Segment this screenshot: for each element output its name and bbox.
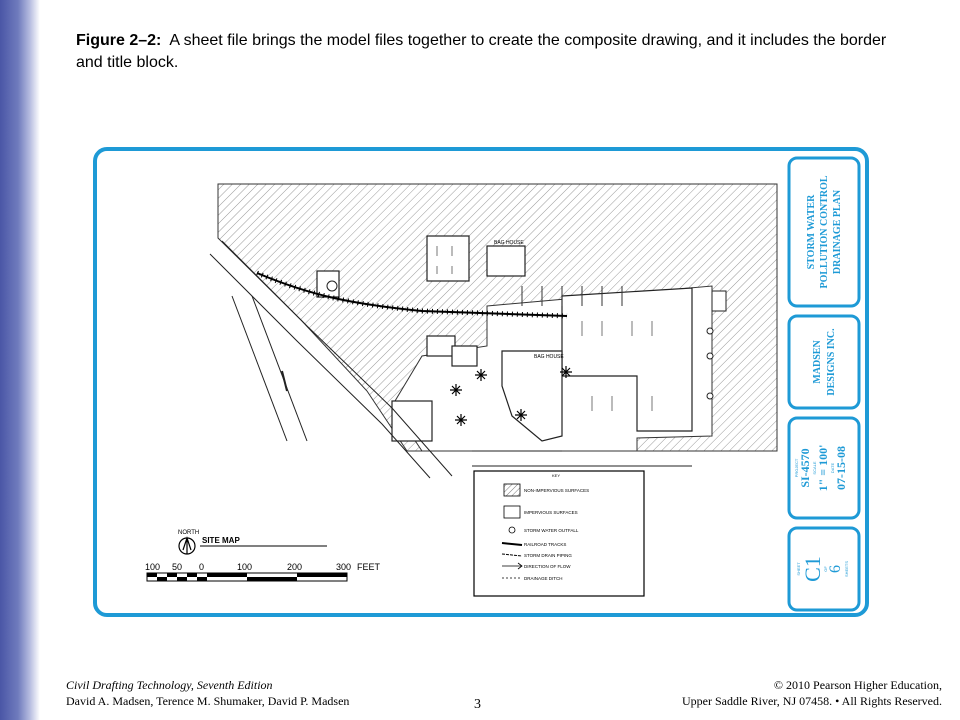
building: [426, 335, 456, 357]
sheet-value: C1: [800, 556, 825, 582]
scale-label: 0: [199, 562, 204, 572]
drawing-title-line: DRAINAGE PLAN: [832, 189, 843, 274]
decorative-side-bar: [0, 0, 40, 720]
site-plan: BAG HOUSE BAG HOUSE: [217, 183, 778, 452]
legend-box: KEY NON-IMPERVIOUS SURFACES IMPERVIOUS S…: [473, 470, 645, 597]
north-arrow: NORTH: [178, 530, 199, 555]
caption-text: A sheet file brings the model files toge…: [76, 32, 887, 71]
company-name-line: MADSEN: [812, 340, 823, 384]
legend-title: KEY: [552, 473, 560, 478]
scale-value: 1" = 100': [816, 445, 830, 492]
scale-label: 300: [336, 562, 351, 572]
building: [711, 290, 727, 312]
book-title: Civil Drafting Technology, Seventh Editi…: [66, 678, 273, 692]
of-label: OF: [823, 566, 828, 572]
project-value: SI-4570: [798, 448, 812, 487]
date-label: DATE: [830, 462, 835, 473]
title-box: [787, 156, 861, 308]
copyright-line: Upper Saddle River, NJ 07458. • All Righ…: [681, 694, 942, 708]
page-number: 3: [474, 697, 481, 712]
bag-house-label: BAG HOUSE: [534, 354, 564, 360]
railroad-tracks: [256, 272, 568, 317]
legend-item: NON-IMPERVIOUS SURFACES: [524, 488, 589, 493]
legend-item: STORM WATER OUTFALL: [524, 528, 579, 533]
legend-item: RAILROAD TRACKS: [524, 542, 566, 547]
scale-label: 200: [287, 562, 302, 572]
drawing-title-line: POLLUTION CONTROL: [819, 175, 830, 288]
building: [426, 235, 470, 282]
site-map-title: SITE MAP: [202, 536, 240, 545]
scale-label: 100: [237, 562, 252, 572]
company-box: [787, 314, 861, 410]
bag-house-label: BAG HOUSE: [494, 240, 524, 246]
scale-label: 100: [145, 562, 160, 572]
figure-label: Figure 2–2:: [76, 32, 162, 49]
scale-bar: 100 50 0 100 200 300 FEET: [145, 562, 381, 582]
copyright-line: © 2010 Pearson Higher Education,: [773, 678, 942, 692]
company-name-line: DESIGNS INC.: [826, 328, 837, 396]
legend-item: DRAINAGE DITCH: [524, 576, 563, 581]
scale-label: 50: [172, 562, 182, 572]
sheet-label: SHEET: [796, 562, 801, 576]
project-label: PROJECT: [794, 458, 799, 477]
sheets-label: SHEETS: [844, 561, 849, 577]
legend-item: STORM DRAIN PIPING: [524, 553, 572, 558]
site-drawing-sheet: BAG HOUSE BAG HOUSE NORTH SITE MAP 100 5…: [93, 147, 869, 617]
sheet-box: [787, 526, 861, 612]
manhole-symbols: [326, 280, 714, 400]
title-block: STORM WATER POLLUTION CONTROL DRAINAGE P…: [787, 156, 861, 612]
legend-item: IMPERVIOUS SURFACES: [524, 510, 578, 515]
building: [451, 345, 478, 367]
figure-caption: Figure 2–2:A sheet file brings the model…: [76, 30, 896, 74]
building: [486, 245, 526, 277]
project-box: [787, 416, 861, 520]
drawing-title-line: STORM WATER: [806, 194, 817, 270]
building: [391, 400, 433, 442]
scale-label: FEET: [357, 562, 381, 572]
legend-item: DIRECTION OF FLOW: [524, 564, 571, 569]
sheets-value: 6: [827, 565, 844, 573]
scale-field-label: SCALE: [812, 461, 817, 474]
north-label: NORTH: [178, 530, 199, 536]
interior-marks: [436, 246, 653, 411]
roads: [209, 240, 692, 479]
footer-copyright: © 2010 Pearson Higher Education, Upper S…: [682, 677, 942, 709]
fence-lines: [521, 286, 623, 306]
outfall-symbols: [450, 366, 572, 426]
date-value: 07-15-08: [834, 446, 848, 490]
authors: David A. Madsen, Terence M. Shumaker, Da…: [66, 694, 350, 708]
footer-citation: Civil Drafting Technology, Seventh Editi…: [66, 677, 349, 709]
